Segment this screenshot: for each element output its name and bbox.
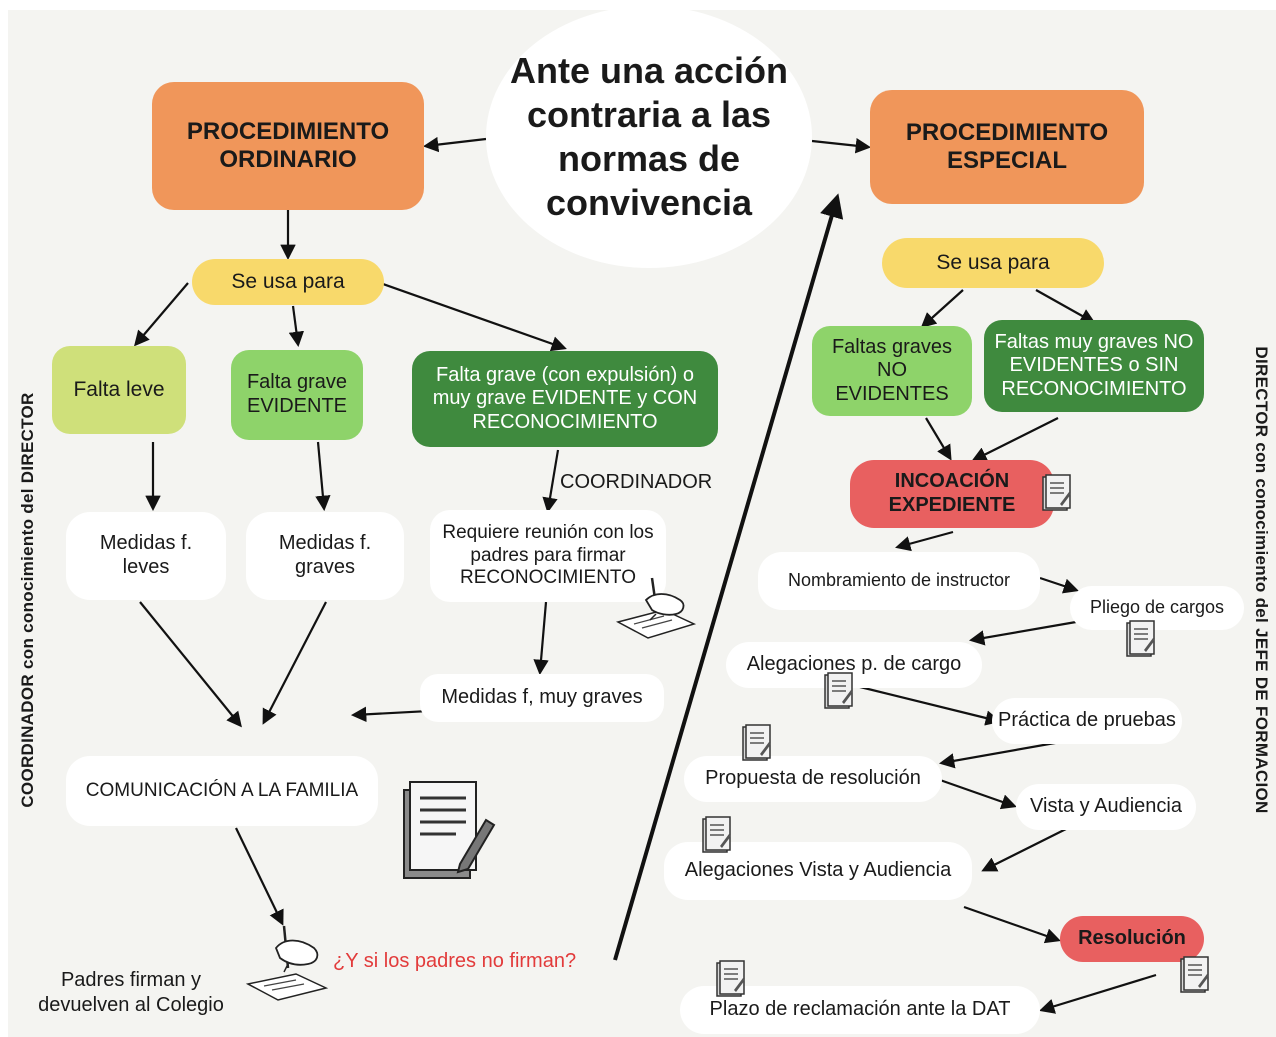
right-side-label: DIRECTOR con conocimiento del JEFE DE FO… xyxy=(1252,346,1271,814)
incoacion-expediente-label: INCOACIÓN EXPEDIENTE xyxy=(888,470,1016,516)
falta-grave-evidente: Falta grave EVIDENTE xyxy=(231,350,363,440)
step-pliego-label: Pliego de cargos xyxy=(1089,597,1225,618)
central-question-circle: Ante una acción contraria a las normas d… xyxy=(486,6,812,268)
se-usa-para-left: Se usa para xyxy=(192,259,384,305)
diagram-canvas: Ante una acción contraria a las normas d… xyxy=(8,6,1276,1037)
coordinador-label: COORDINADOR xyxy=(560,471,713,493)
central-question-text: Ante una acción contraria a las normas d… xyxy=(509,50,789,223)
document-icon xyxy=(702,816,731,853)
document-icon xyxy=(824,672,853,709)
step-alegaciones-cargo: Alegaciones p. de cargo xyxy=(726,642,982,688)
step-alegaciones-vista-label: Alegaciones Vista y Audiencia xyxy=(684,859,952,882)
step-resolucion: Resolución xyxy=(1060,916,1204,962)
falta-muy-grave-label: Falta grave (con expulsión) o muy grave … xyxy=(432,363,698,433)
faltas-graves-label: Faltas graves NO EVIDENTES xyxy=(831,335,953,405)
padres-firman-label: Padres firman y devuelven al Colegio xyxy=(38,969,224,1016)
step-propuesta-label: Propuesta de resolución xyxy=(705,767,921,790)
medidas-graves-label: Medidas f. graves xyxy=(278,532,372,578)
step-practica-pruebas: Práctica de pruebas xyxy=(992,698,1182,744)
comunicacion-familia-label: COMUNICACIÓN A LA FAMILIA xyxy=(85,779,359,801)
procedimiento-especial-label: PROCEDIMIENTO ESPECIAL xyxy=(905,118,1109,174)
requiere-reunion-label: Requiere reunión con los padres para fir… xyxy=(442,522,654,589)
document-icon xyxy=(742,724,771,761)
falta-grave-evidente-label: Falta grave EVIDENTE xyxy=(246,371,348,417)
medidas-muy-graves-label: Medidas f, muy graves xyxy=(441,686,643,709)
step-pruebas-label: Práctica de pruebas xyxy=(998,709,1176,732)
signing-hand-icon xyxy=(245,925,329,1001)
document-icon xyxy=(716,960,745,997)
falta-muy-grave-reconocimiento: Falta grave (con expulsión) o muy grave … xyxy=(412,351,718,447)
procedimiento-especial: PROCEDIMIENTO ESPECIAL xyxy=(870,90,1144,204)
document-pen-icon xyxy=(403,781,496,879)
medidas-muy-graves: Medidas f, muy graves xyxy=(420,674,664,722)
medidas-leves: Medidas f. leves xyxy=(66,512,226,600)
se-usa-para-right-label: Se usa para xyxy=(936,250,1050,274)
document-icon xyxy=(1180,956,1209,993)
faltas-muy-graves-label: Faltas muy graves NO EVIDENTES o SIN REC… xyxy=(994,330,1194,400)
comunicacion-familia: COMUNICACIÓN A LA FAMILIA xyxy=(66,756,378,826)
step-propuesta-resolucion: Propuesta de resolución xyxy=(684,756,942,802)
step-nombramiento-instructor: Nombramiento de instructor xyxy=(758,552,1040,610)
left-side-label: COORDINADOR con conocimiento del DIRECTO… xyxy=(18,392,37,808)
pregunta-padres-no-firman: ¿Y si los padres no firman? xyxy=(333,950,577,972)
step-pliego-cargos: Pliego de cargos xyxy=(1070,586,1244,630)
medidas-graves: Medidas f. graves xyxy=(246,512,404,600)
requiere-reunion: Requiere reunión con los padres para fir… xyxy=(430,510,666,602)
step-alegaciones-vista: Alegaciones Vista y Audiencia xyxy=(664,842,972,900)
falta-leve: Falta leve xyxy=(52,346,186,434)
procedimiento-ordinario: PROCEDIMIENTO ORDINARIO xyxy=(152,82,424,210)
signing-hand-icon xyxy=(615,577,697,639)
padres-firman-text: Padres firman y devuelven al Colegio xyxy=(16,968,246,1018)
step-resolucion-label: Resolución xyxy=(1078,927,1186,950)
falta-leve-label: Falta leve xyxy=(73,377,165,401)
se-usa-para-right: Se usa para xyxy=(882,238,1104,288)
procedimiento-ordinario-label: PROCEDIMIENTO ORDINARIO xyxy=(186,117,390,173)
incoacion-expediente: INCOACIÓN EXPEDIENTE xyxy=(850,460,1054,528)
document-icon xyxy=(1042,474,1071,511)
step-vista-label: Vista y Audiencia xyxy=(1030,795,1182,818)
step-alegaciones-cargo-label: Alegaciones p. de cargo xyxy=(746,653,962,676)
step-instructor-label: Nombramiento de instructor xyxy=(787,570,1011,591)
step-plazo-label: Plazo de reclamación ante la DAT xyxy=(709,998,1011,1021)
step-vista-audiencia: Vista y Audiencia xyxy=(1016,784,1196,830)
document-icon xyxy=(1126,620,1155,657)
faltas-graves-no-evidentes: Faltas graves NO EVIDENTES xyxy=(812,326,972,416)
medidas-leves-label: Medidas f. leves xyxy=(99,532,193,578)
faltas-muy-graves-sin-reconocimiento: Faltas muy graves NO EVIDENTES o SIN REC… xyxy=(984,320,1204,412)
se-usa-para-left-label: Se usa para xyxy=(231,269,345,293)
